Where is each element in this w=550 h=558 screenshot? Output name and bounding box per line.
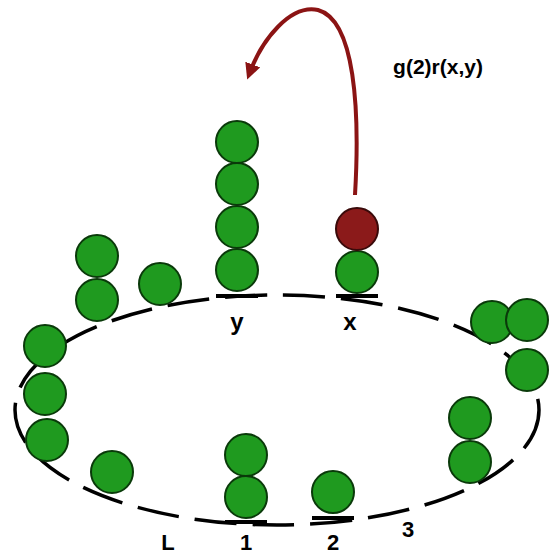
jump-arrow [250, 9, 357, 195]
site-number: 3 [402, 519, 414, 541]
site-label: y [230, 310, 243, 334]
site-label: x [343, 310, 356, 334]
moving-particle [336, 208, 378, 250]
rate-label: g(2)r(x,y) [393, 56, 483, 77]
site-number: 1 [240, 532, 252, 554]
site-number: L [161, 532, 174, 554]
site-number: 2 [327, 532, 339, 554]
site-marks [216, 296, 378, 522]
particles [24, 121, 548, 518]
lattice-ring [15, 295, 539, 525]
